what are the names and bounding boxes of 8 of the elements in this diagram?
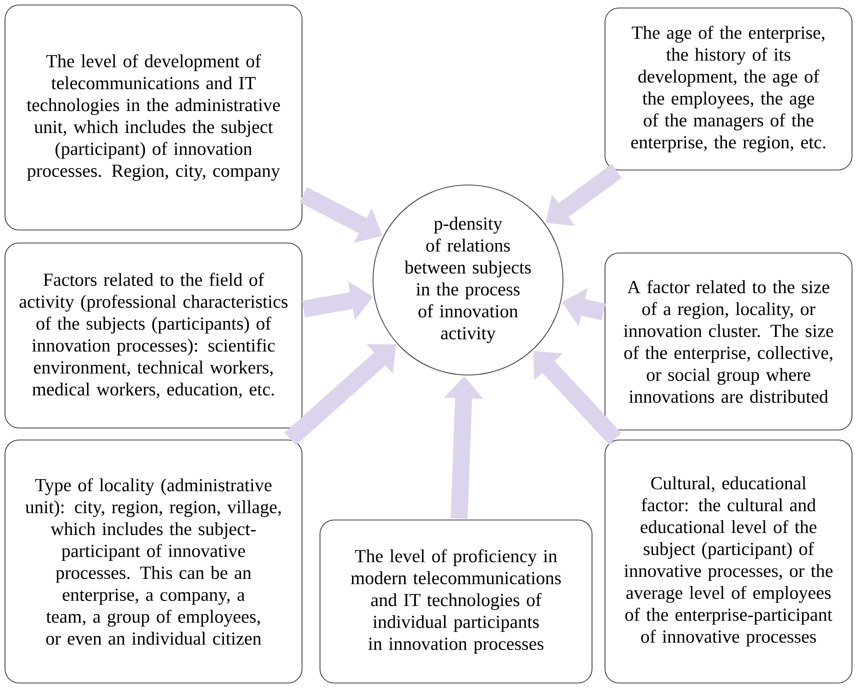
text-box: Factors related to the field of activity (professional characteristics of the subjects (participants) of innovation processes): scientific environment, technical workers, medical workers, education, etc. xyxy=(4,242,302,428)
text-box: A factor related to the size of a region, locality, or innovation cluster. The size of the enterprise, collective, or social group where innovations are distributed xyxy=(604,252,852,430)
circle-node: p-density of relations between subjects in the process of innovation activity xyxy=(372,184,564,376)
text-box: The level of development of telecommunications and IT technologies in the administrative unit, which includes the subject (participant) of innovation processes. Region, city, company xyxy=(4,4,302,230)
text-box: The age of the enterprise, the history of its development, the age of the employees, the age of the managers of the enterprise, the region, etc. xyxy=(604,8,852,170)
text-box: Cultural, educational factor: the cultural and educational level of the subject (participant) of innovative processes, or the average level of employees of the enterprise-participant of innovative processes xyxy=(604,440,852,684)
text-box: The level of proficiency in modern telecommunications and IT technologies of individual participants in innovation processes xyxy=(320,520,592,684)
text-box: Type of locality (administrative unit): city, region, region, village, which includes the subject-participant of innovative processes. This can be an enterprise, a company, a team, a group of employees, or even an individual citizen xyxy=(4,440,302,684)
